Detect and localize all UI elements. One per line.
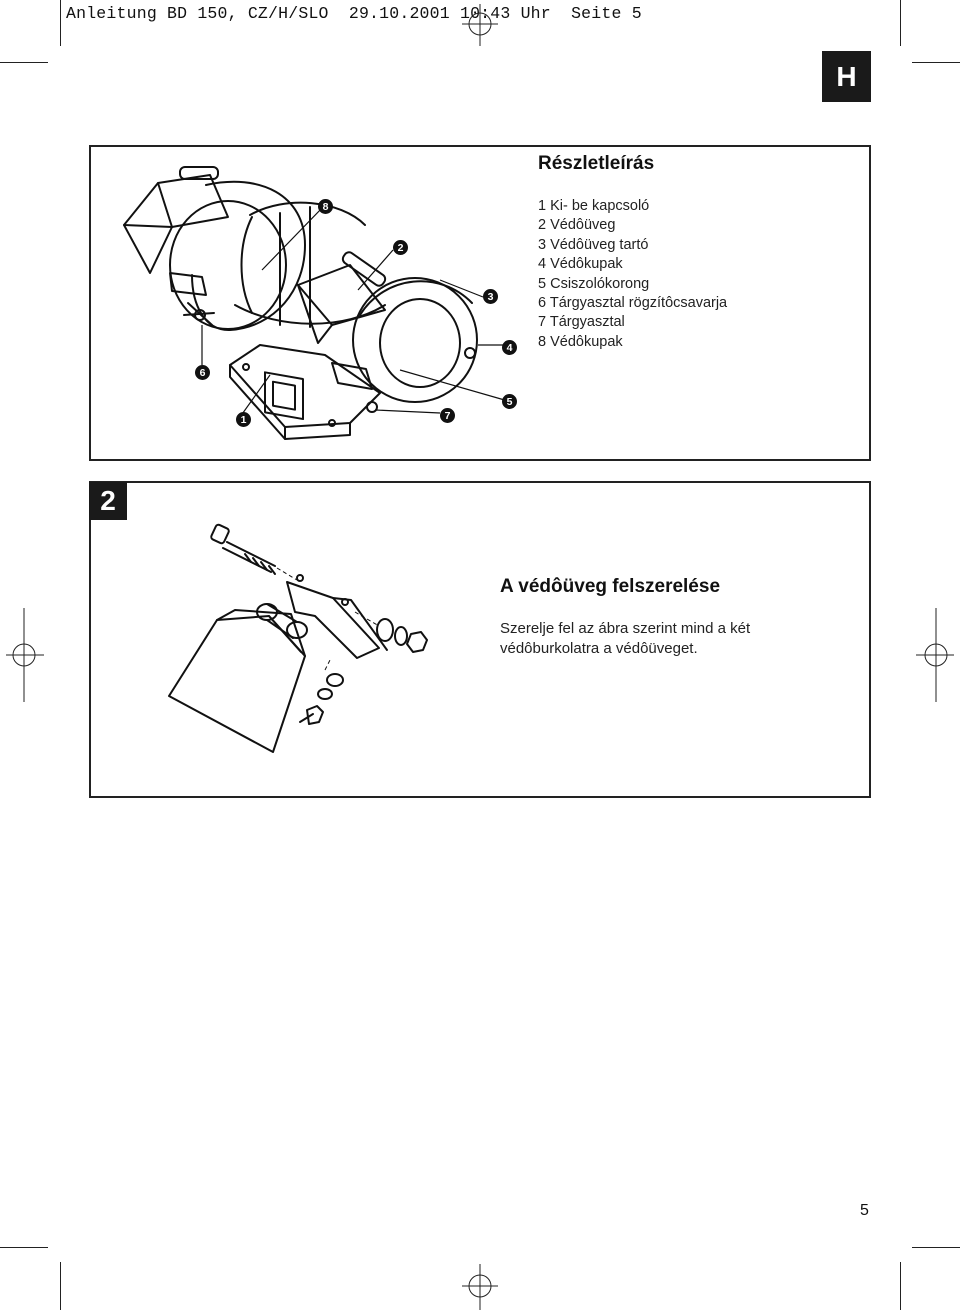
registration-mark-top [462,4,498,46]
callout-3: 3 [483,289,498,304]
parts-list-title: Részletleírás [538,153,655,174]
callout-4: 4 [502,340,517,355]
figure-2-badge: 2 [89,482,127,520]
print-header: Anleitung BD 150, CZ/H/SLO 29.10.2001 10… [66,4,642,23]
assembly-description: Szerelje fel az ábra szerint mind a két … [500,620,751,657]
figure-2-frame [89,481,871,798]
callout-5: 5 [502,394,517,409]
list-item: 7 Tárgyasztal [538,314,625,331]
list-item: 1 Ki- be kapcsoló [538,198,650,214]
parts-list: 1 Ki- be kapcsoló 2 Védôüveg 3 Védôüveg … [538,197,727,352]
callout-7: 7 [440,408,455,423]
registration-mark-bottom [462,1264,498,1310]
list-item: 3 Védôüveg tartó [538,236,649,253]
callout-8: 8 [318,199,333,214]
list-item: 6 Tárgyasztal rögzítôcsavarja [538,295,728,312]
list-item: 8 Védôkupak [538,333,623,350]
assembly-title: A védôüveg felszerelése [500,576,721,597]
eye-shield-assembly-illustration [168,523,428,753]
registration-mark-left [6,608,44,702]
callout-1: 1 [236,412,251,427]
language-badge: H [822,51,871,102]
page-number: 5 [860,1202,869,1219]
list-item: 5 Csiszolókorong [538,275,650,292]
callout-2: 2 [393,240,408,255]
bench-grinder-illustration [123,166,509,440]
list-item: 2 Védôüveg [538,217,616,234]
registration-mark-right [916,608,954,702]
callout-6: 6 [195,365,210,380]
list-item: 4 Védôkupak [538,256,623,273]
